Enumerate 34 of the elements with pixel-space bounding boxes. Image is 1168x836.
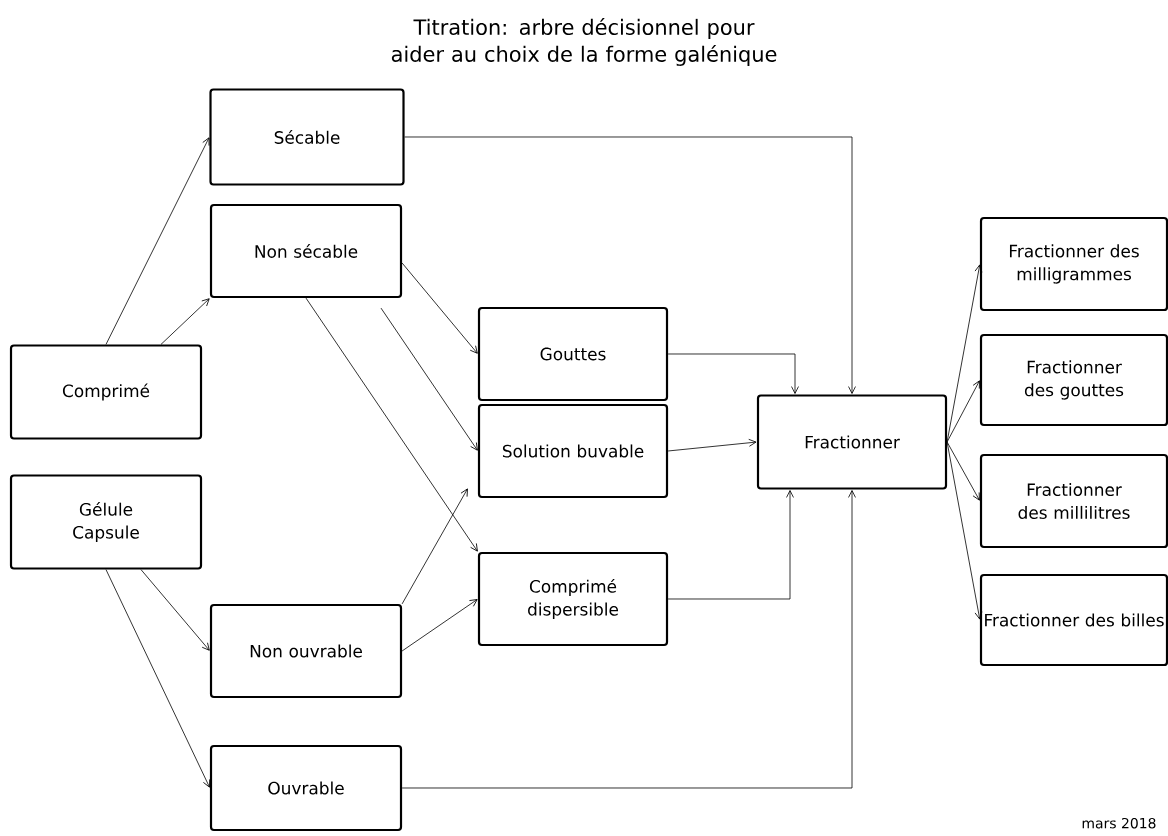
arrow <box>401 599 478 652</box>
process-box: Gélule Capsule <box>9 474 203 570</box>
arrow <box>946 441 980 501</box>
process-box: Sécable <box>209 88 405 186</box>
arrow <box>140 569 210 651</box>
arrow <box>401 488 468 605</box>
process-box: Comprimé dispersible <box>477 551 669 647</box>
arrow <box>946 264 983 443</box>
arrow <box>667 353 799 394</box>
arrow <box>667 490 794 600</box>
title: Titration: arbre décisionnel pour aider au choix de la forme galénique <box>391 18 777 66</box>
process-box: Gouttes <box>477 306 669 402</box>
process-box: Comprimé <box>9 344 203 440</box>
arrow <box>401 262 478 354</box>
arrow <box>946 380 980 443</box>
process-box: Non sécable <box>209 203 403 299</box>
arrow <box>105 569 211 788</box>
arrow <box>160 298 210 345</box>
process-box: Fractionner des billes <box>979 573 1168 667</box>
process-box: Fractionner des milligrammes <box>979 216 1168 312</box>
process-box: Fractionner des millilitres <box>979 453 1168 549</box>
process-box: Fractionner des gouttes <box>979 333 1168 427</box>
footer-note: mars 2018 <box>1082 817 1156 829</box>
arrow <box>667 438 757 452</box>
process-box: Fractionner <box>756 394 948 490</box>
arrow <box>305 297 478 552</box>
process-box: Non ouvrable <box>209 603 403 699</box>
process-box: Ouvrable <box>209 744 403 832</box>
process-box: Solution buvable <box>477 403 669 499</box>
arrow <box>380 307 478 451</box>
arrow <box>401 490 856 789</box>
arrow <box>946 441 983 620</box>
arrow <box>105 137 210 345</box>
arrow <box>404 136 856 394</box>
